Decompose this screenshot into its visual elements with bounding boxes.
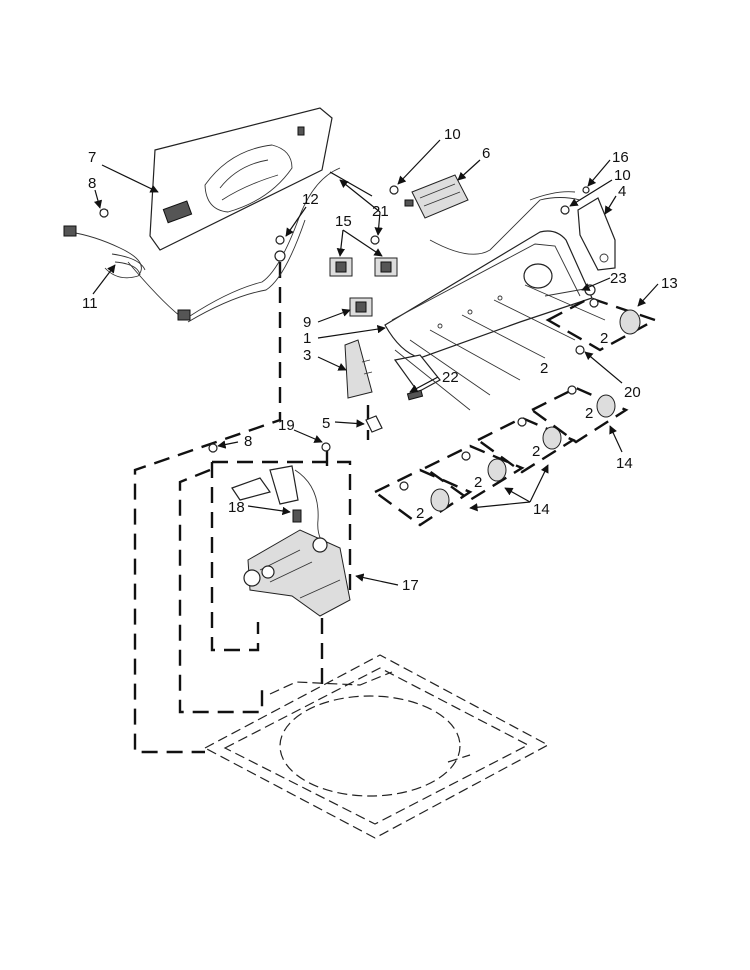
callout-14-bottom: 14	[533, 501, 550, 518]
switch-left	[329, 257, 353, 277]
callout-5: 5	[322, 415, 330, 432]
side-bracket	[344, 339, 373, 399]
power-cord	[63, 225, 191, 321]
end-cap	[577, 197, 616, 271]
callout-20: 20	[624, 384, 641, 401]
callout-22: 22	[442, 369, 459, 386]
clip	[365, 415, 383, 433]
callout-7: 7	[88, 149, 96, 166]
callout-9: 9	[303, 314, 311, 331]
lid-switch	[349, 297, 373, 317]
callout-3: 3	[303, 347, 311, 364]
callout-17: 17	[402, 577, 419, 594]
overlay-strip	[406, 389, 424, 401]
callout-23: 23	[610, 270, 627, 287]
callout-12: 12	[302, 191, 319, 208]
knob-4	[529, 385, 629, 444]
callout-10-right: 10	[614, 167, 631, 184]
callout-2-knob2: 2	[474, 474, 482, 491]
knobs	[372, 296, 658, 527]
switch-right	[374, 257, 398, 277]
callout-15: 15	[335, 213, 352, 230]
callout-8-mid: 8	[244, 433, 252, 450]
knob-5	[545, 296, 658, 352]
callout-13: 13	[661, 275, 678, 292]
callout-14-right: 14	[616, 455, 633, 472]
assembly-dash-lines	[133, 262, 370, 754]
callout-2-knob1: 2	[416, 505, 424, 522]
callout-2-knob3: 2	[532, 443, 540, 460]
callout-2-knob4: 2	[585, 405, 593, 422]
callout-2-top: 2	[600, 330, 608, 347]
callout-10-top: 10	[444, 126, 461, 143]
dispenser-assembly	[231, 465, 351, 617]
callout-19: 19	[278, 417, 295, 434]
console	[384, 230, 593, 393]
knob-3	[475, 416, 576, 474]
callout-21: 21	[372, 203, 389, 220]
callout-16: 16	[612, 149, 629, 166]
rear-panel	[149, 107, 333, 251]
callout-18: 18	[228, 499, 245, 516]
screws	[99, 185, 590, 453]
control-module	[404, 174, 469, 219]
knob-1	[372, 468, 473, 527]
top-frame	[203, 654, 550, 839]
callout-6: 6	[482, 145, 490, 162]
knob-2	[422, 444, 525, 502]
callout-11: 11	[82, 295, 98, 312]
callout-1: 1	[303, 330, 311, 347]
callout-labels: 7 8 11 12 10 6 21 15 16 10 4 23 13 2 9 1…	[82, 126, 678, 594]
leader-lines	[92, 139, 659, 586]
callout-2-extra: 2	[540, 360, 548, 377]
callout-8-top: 8	[88, 175, 96, 192]
callout-4: 4	[618, 183, 626, 200]
